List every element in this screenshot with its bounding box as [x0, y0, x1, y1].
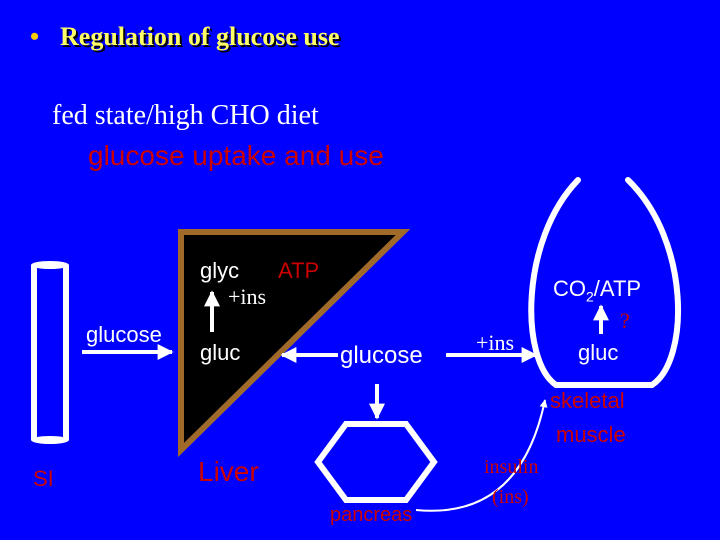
si-label: SI: [33, 466, 54, 492]
subtitle-fed-state: fed state/high CHO diet: [52, 100, 319, 132]
pancreas-shape: [318, 424, 434, 500]
co2-label: CO: [553, 276, 586, 301]
gluc-liver-label: gluc: [200, 340, 240, 366]
title-bullet: •: [30, 22, 39, 52]
ins-liver-label: +ins: [228, 284, 266, 310]
ins-abbrev-label: (ins): [492, 486, 529, 509]
glyc-label: glyc: [200, 258, 239, 284]
co2-subscript: 2: [586, 288, 594, 304]
subtitle-glucose-uptake: glucose uptake and use: [88, 140, 384, 172]
ins-muscle-label: +ins: [476, 330, 514, 356]
question-mark-label: ?: [620, 308, 630, 334]
muscle-label: muscle: [556, 422, 626, 448]
glucose-label-left: glucose: [86, 322, 162, 348]
atp-muscle-label: /ATP: [594, 276, 641, 301]
glucose-label-blood: glucose: [340, 342, 423, 370]
gluc-muscle-label: gluc: [578, 340, 618, 366]
atp-liver-label: ATP: [278, 258, 319, 284]
slide-title: Regulation of glucose use: [60, 22, 340, 52]
skeletal-label: skeletal: [550, 388, 625, 414]
insulin-label: insulin: [484, 456, 538, 479]
small-intestine-shape: [31, 261, 69, 444]
pancreas-label: pancreas: [330, 504, 412, 527]
liver-label: Liver: [198, 456, 259, 488]
